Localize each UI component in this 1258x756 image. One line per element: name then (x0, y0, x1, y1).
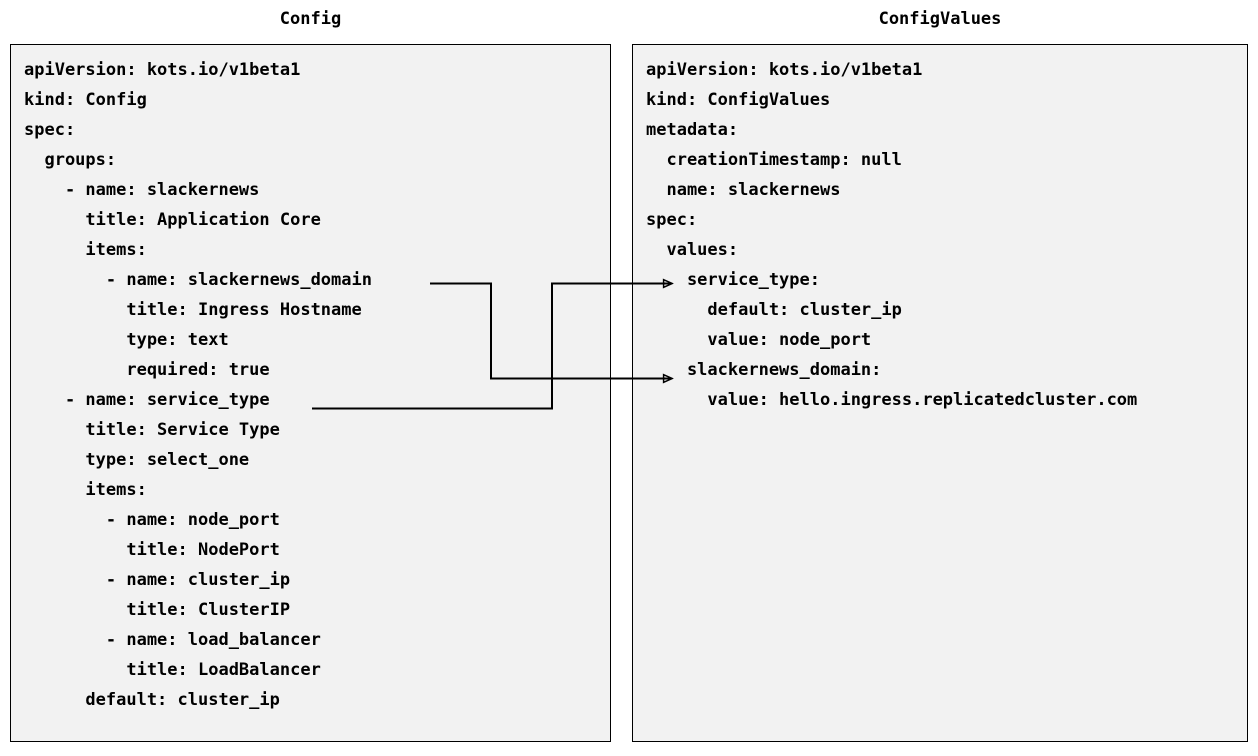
config-yaml-line: - name: node_port (24, 510, 280, 530)
config-values-yaml-line: spec: (646, 210, 698, 230)
config-values-yaml-line: name: slackernews (646, 180, 841, 200)
config-values-yaml-line: kind: ConfigValues (646, 90, 831, 110)
config-values-yaml-line: default: cluster_ip (646, 300, 902, 320)
config-yaml-content: apiVersion: kots.io/v1beta1 kind: Config s… (11, 45, 372, 715)
config-yaml-line: - name: load_balancer (24, 630, 321, 650)
config-yaml-line: type: select_one (24, 450, 250, 470)
config-yaml-panel: apiVersion: kots.io/v1beta1 kind: Config s… (10, 44, 611, 742)
config-yaml-line: apiVersion: kots.io/v1beta1 (24, 60, 301, 80)
config-yaml-line: type: text (24, 330, 229, 350)
config-yaml-line: items: (24, 480, 147, 500)
config-yaml-line: groups: (24, 150, 117, 170)
config-yaml-line: default: cluster_ip (24, 690, 280, 710)
config-yaml-line: items: (24, 240, 147, 260)
config-yaml-line: - name: slackernews (24, 180, 260, 200)
config-yaml-line: title: Application Core (24, 210, 321, 230)
config-yaml-line: - name: slackernews_domain (24, 270, 372, 290)
config-values-yaml-line: metadata: (646, 120, 739, 140)
config-values-yaml-content: apiVersion: kots.io/v1beta1 kind: ConfigV… (633, 45, 1137, 415)
config-yaml-line: title: NodePort (24, 540, 280, 560)
config-yaml-line: - name: cluster_ip (24, 570, 291, 590)
config-values-yaml-line: value: hello.ingress.replicatedcluster.c… (646, 390, 1138, 410)
config-yaml-line: kind: Config (24, 90, 147, 110)
config-values-yaml-line: slackernews_domain: (646, 360, 882, 380)
config-yaml-line: required: true (24, 360, 270, 380)
panel-title-config: Config (279, 9, 342, 29)
config-values-yaml-line: apiVersion: kots.io/v1beta1 (646, 60, 923, 80)
config-values-yaml-line: value: node_port (646, 330, 872, 350)
config-yaml-line: title: Ingress Hostname (24, 300, 362, 320)
config-values-yaml-line: creationTimestamp: null (646, 150, 902, 170)
config-yaml-line: title: ClusterIP (24, 600, 291, 620)
config-yaml-line: - name: service_type (24, 390, 270, 410)
config-values-yaml-line: service_type: (646, 270, 820, 290)
config-yaml-line: title: Service Type (24, 420, 280, 440)
panel-title-config-values: ConfigValues (878, 9, 1002, 29)
config-yaml-line: title: LoadBalancer (24, 660, 321, 680)
config-yaml-line: spec: (24, 120, 76, 140)
config-values-yaml-panel: apiVersion: kots.io/v1beta1 kind: ConfigV… (632, 44, 1248, 742)
config-values-yaml-line: values: (646, 240, 739, 260)
